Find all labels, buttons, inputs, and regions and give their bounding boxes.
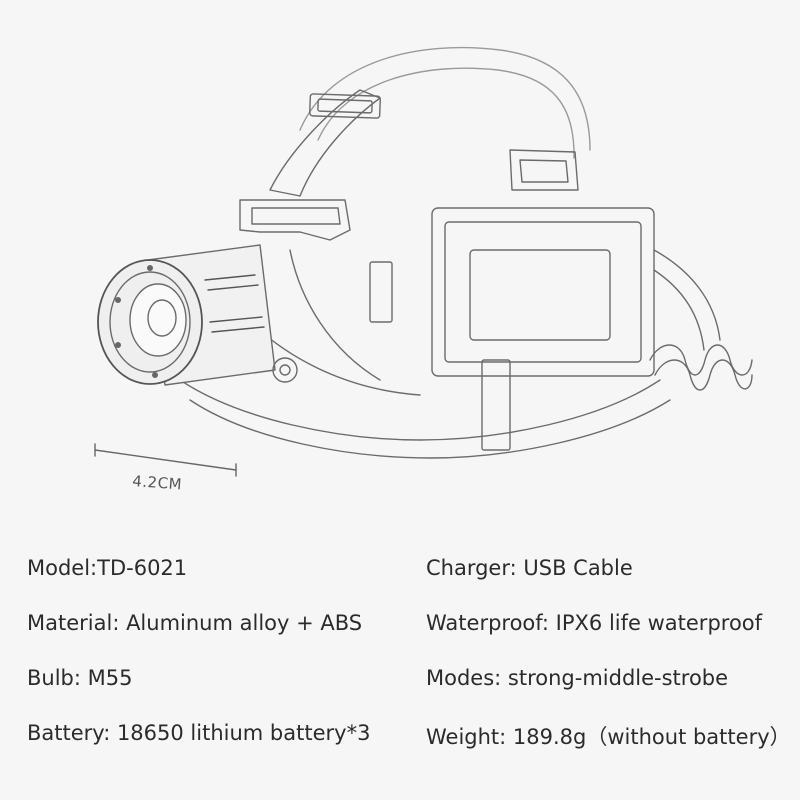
dimension-label: 4.2CM <box>131 472 183 494</box>
spec-model: Model:TD-6021 <box>27 556 188 580</box>
spec-material: Material: Aluminum alloy + ABS <box>27 611 363 635</box>
spec-charger: Charger: USB Cable <box>426 556 633 580</box>
spec-bulb: Bulb: M55 <box>27 666 133 690</box>
spec-waterproof: Waterproof: IPX6 life waterproof <box>426 611 763 635</box>
headlamp-line-drawing <box>94 46 753 477</box>
spec-modes: Modes: strong-middle-strobe <box>426 666 729 690</box>
spec-weight: Weight: 189.8g（without battery） <box>426 725 791 749</box>
spec-list: Model:TD-6021 Material: Aluminum alloy +… <box>0 548 800 778</box>
headlamp-icon <box>94 46 753 477</box>
spec-battery: Battery: 18650 lithium battery*3 <box>27 721 371 745</box>
